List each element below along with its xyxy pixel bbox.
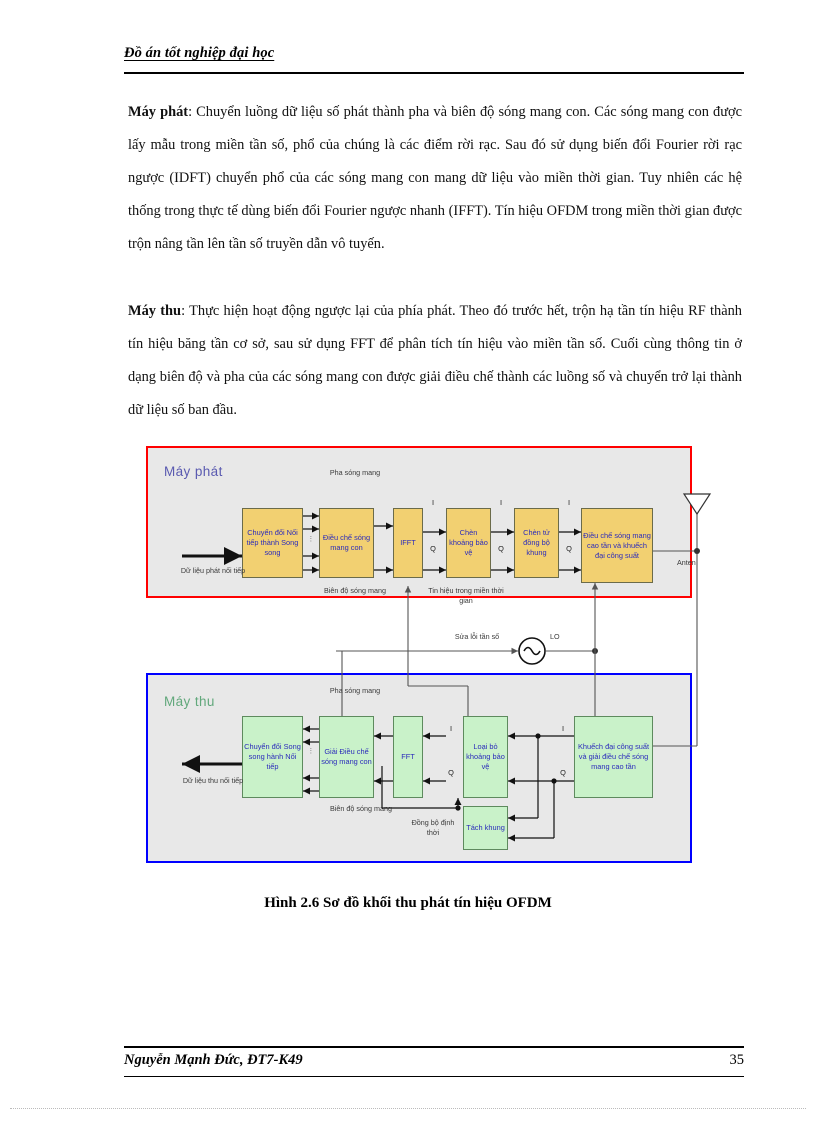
paragraph-receiver-lead: Máy thu	[128, 303, 182, 319]
label-tx-i-2: I	[499, 498, 503, 507]
block-parallel-to-serial[interactable]: Chuyển đổi Song song hành Nối tiếp	[242, 716, 303, 798]
label-tx-i-1: I	[431, 498, 435, 507]
paragraph-transmitter: Máy phát: Chuyển luồng dữ liệu số phát t…	[128, 96, 742, 261]
label-rx-i-1: I	[449, 724, 453, 733]
label-antenna: Anten	[677, 558, 696, 567]
label-tx-q-3: Q	[566, 544, 572, 553]
block-serial-to-parallel[interactable]: Chuyển đổi Nối tiếp thành Song song	[242, 508, 303, 578]
ofdm-block-diagram: Máy phát Máy thu	[146, 446, 712, 866]
header-divider	[124, 72, 744, 74]
block-subcarrier-modulation[interactable]: Điều chế sóng mang con	[319, 508, 374, 578]
label-rx-timing-sync: Đồng bộ định thời	[411, 818, 455, 837]
receiver-title: Máy thu	[164, 694, 215, 709]
block-subcarrier-demodulation[interactable]: Giải Điều chế sóng mang con	[319, 716, 374, 798]
figure-caption: Hình 2.6 Sơ đồ khối thu phát tín hiệu OF…	[264, 895, 552, 911]
page-footer: Nguyễn Mạnh Đức, ĐT7-K49 35	[124, 1052, 744, 1069]
label-rx-carrier-amplitude: Biên độ sóng mang	[330, 804, 392, 813]
block-guard-interval-remove[interactable]: Loại bỏ khoảng bảo vệ	[463, 716, 508, 798]
paragraph-receiver-text: : Thực hiện hoạt động ngược lại của phía…	[128, 303, 742, 418]
block-ifft[interactable]: IFFT	[393, 508, 423, 578]
label-tx-q-2: Q	[498, 544, 504, 553]
label-tx-q-1: Q	[430, 544, 436, 553]
paragraph-receiver: Máy thu: Thực hiện hoạt động ngược lại c…	[128, 295, 742, 427]
page-number: 35	[729, 1052, 745, 1068]
footer-author: Nguyễn Mạnh Đức, ĐT7-K49	[124, 1052, 303, 1068]
diagram-wires	[182, 493, 712, 842]
label-rx-q-1: Q	[448, 768, 454, 777]
label-tx-carrier-phase: Pha sóng mang	[329, 468, 381, 477]
block-lna-rf-demod[interactable]: Khuếch đại công suất và giải điều chế só…	[574, 716, 653, 798]
label-tx-i-3: I	[567, 498, 571, 507]
block-frame-detect[interactable]: Tách khung	[463, 806, 508, 850]
label-freq-error-correction: Sửa lỗi tần số	[454, 632, 500, 641]
page-bottom-dotted-line	[10, 1108, 806, 1110]
label-rx-ellipsis: ⋮	[307, 746, 315, 755]
transmitter-title: Máy phát	[164, 464, 223, 479]
block-fft[interactable]: FFT	[393, 716, 423, 798]
page-header: Đồ án tốt nghiệp đại học	[124, 45, 744, 62]
block-guard-interval-insert[interactable]: Chèn khoảng bảo vệ	[446, 508, 491, 578]
label-tx-time-domain-signal: Tin hiệu trong miền thời gian	[428, 586, 504, 605]
label-tx-input: Dữ liệu phát nối tiếp	[180, 566, 246, 575]
paragraph-transmitter-text: : Chuyển luồng dữ liệu số phát thành pha…	[128, 104, 742, 252]
label-rx-i-2: I	[561, 724, 565, 733]
label-lo: LO	[550, 632, 560, 641]
label-rx-output: Dữ liệu thu nối tiếp	[182, 776, 244, 785]
block-frame-sync-insert[interactable]: Chèn tử đồng bộ khung	[514, 508, 559, 578]
footer-divider-top	[124, 1046, 744, 1048]
label-tx-carrier-amplitude: Biên độ sóng mang	[324, 586, 386, 595]
footer-divider-bottom	[124, 1076, 744, 1077]
label-rx-q-2: Q	[560, 768, 566, 777]
label-rx-carrier-phase: Pha sóng mang	[329, 686, 381, 695]
block-rf-modulation-pa[interactable]: Điều chế sóng mang cao tần và khuếch đại…	[581, 508, 653, 583]
label-tx-ellipsis: ⋮	[307, 534, 315, 543]
paragraph-transmitter-lead: Máy phát	[128, 104, 189, 120]
header-title: Đồ án tốt nghiệp đại học	[124, 45, 275, 61]
